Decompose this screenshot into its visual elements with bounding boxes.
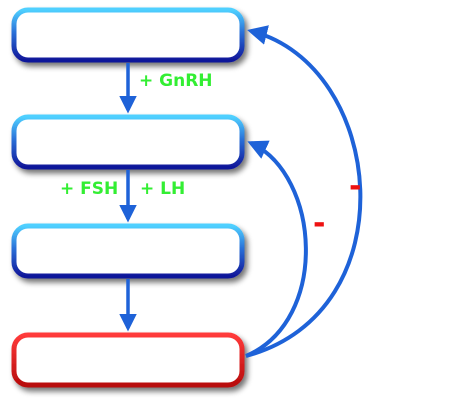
label-minus-inner: - (313, 206, 325, 241)
box-4 (11, 332, 245, 388)
label-fsh: + FSH (60, 179, 118, 199)
label-minus-outer: - (349, 169, 361, 204)
label-gnrh: + GnRH (139, 71, 213, 91)
box-3 (11, 223, 245, 279)
label-lh: + LH (140, 179, 185, 199)
box-2 (11, 114, 245, 170)
box-1 (11, 7, 245, 63)
feedback-arrow-outer (245, 25, 363, 358)
feedback-arrow-inner (245, 140, 308, 358)
